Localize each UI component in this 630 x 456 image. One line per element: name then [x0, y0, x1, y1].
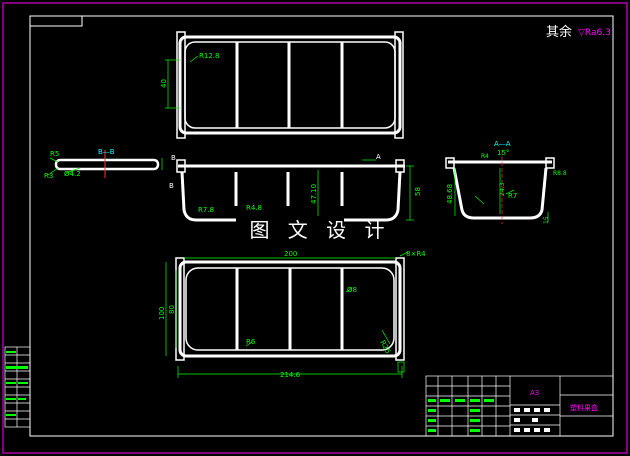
- right-height-label: 48.68: [446, 184, 454, 204]
- front-view: [176, 31, 404, 139]
- title-scale: A3: [530, 389, 539, 397]
- top-length-label: 214.6: [280, 371, 301, 379]
- top-width-label: 200: [284, 250, 297, 258]
- right-top-radius-label: R8.8: [553, 170, 567, 177]
- top-view-dims: [165, 251, 409, 378]
- right-bottom-label: 15: [543, 216, 550, 224]
- margin-table: [4, 346, 31, 428]
- left-r5-label: R5: [50, 150, 59, 158]
- left-section-label: B—B: [98, 148, 115, 156]
- front-height-label: 40: [160, 79, 168, 88]
- surface-note-text: 其余: [546, 24, 572, 40]
- top-inner-label: 80: [168, 305, 176, 314]
- title-block-marks: [428, 399, 550, 432]
- right-mid-label: 24.3: [499, 182, 506, 196]
- top-r6-label: R6: [246, 338, 256, 346]
- middle-height-label: 58: [414, 187, 422, 196]
- middle-inner-label: R4.8: [246, 204, 262, 212]
- top-spec-label: 8×R4: [406, 250, 426, 258]
- top-view: [175, 257, 405, 361]
- surface-roughness-value: ▽Ra6.3: [578, 28, 611, 38]
- right-section-label: A—A: [494, 140, 511, 148]
- surface-note: 其余 ▽Ra6.3: [546, 24, 611, 40]
- left-section-dims: [47, 157, 163, 176]
- middle-depth-label: 47.10: [310, 184, 318, 204]
- middle-mark-b-bottom: B: [169, 182, 174, 190]
- right-angle-label: 15°: [497, 149, 509, 157]
- middle-mark-b-top: B: [171, 154, 176, 162]
- middle-mark-a: A: [376, 153, 381, 161]
- top-height-label: 100: [158, 307, 166, 320]
- middle-section-view: [176, 159, 405, 222]
- right-r4-label: R4: [481, 153, 489, 160]
- watermark-text: 图 文 设 计: [249, 218, 390, 242]
- middle-section-dims: [317, 159, 414, 221]
- left-wall-label: Ø4.2: [64, 170, 81, 178]
- middle-radius-label: R7.8: [198, 206, 214, 214]
- left-r3-label: R3: [44, 172, 53, 180]
- front-radius-label: R12.8: [199, 52, 219, 60]
- top-hole-label: Ø8: [347, 286, 357, 294]
- front-view-dims: [165, 55, 199, 109]
- left-section-view: [54, 158, 160, 171]
- top-corner-detail: [397, 361, 405, 373]
- title-part-name: 塑料果盒: [570, 403, 598, 412]
- right-section-dims: [454, 168, 549, 222]
- right-radius-label: R7: [508, 192, 517, 200]
- title-block: [425, 375, 614, 437]
- margin-table-marks: [6, 351, 28, 416]
